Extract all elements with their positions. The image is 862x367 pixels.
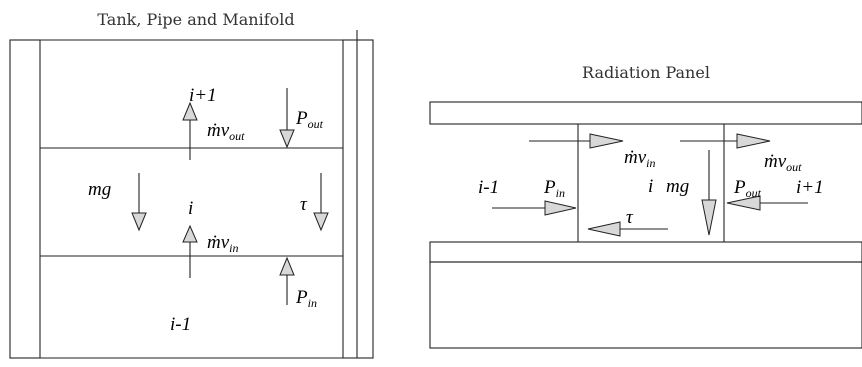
tank-label-mg: mg — [88, 179, 111, 200]
tank-mg-arrow — [131, 173, 147, 232]
panel-diagram: Radiation Panel — [429, 63, 862, 349]
panel-label-mv-out: ṁvout — [764, 151, 802, 174]
panel-mv-out-arrow — [680, 133, 771, 149]
panel-label-i-plus-1: i+1 — [796, 177, 824, 198]
tank-diagram: Tank, Pipe and Manifold — [9, 10, 374, 359]
tank-label-i: i — [188, 198, 193, 219]
panel-mv-in-arrow — [529, 133, 624, 149]
tank-p-in-arrow — [279, 256, 295, 305]
tank-label-i-plus-1: i+1 — [189, 85, 217, 106]
panel-p-out-arrow — [726, 195, 808, 211]
panel-top-insulation — [429, 101, 862, 125]
tank-title: Tank, Pipe and Manifold — [97, 10, 294, 29]
panel-label-mg: mg — [666, 176, 689, 197]
panel-mg-arrow — [701, 150, 717, 236]
tank-label-mv-out: ṁvout — [207, 120, 245, 143]
panel-label-i: i — [648, 176, 653, 197]
panel-title: Radiation Panel — [582, 63, 710, 82]
panel-label-p-out: Pout — [733, 177, 762, 200]
panel-p-in-arrow — [492, 200, 577, 216]
panel-bottom-insulation — [429, 241, 862, 263]
tank-label-i-minus-1: i-1 — [170, 314, 191, 335]
panel-label-mv-in: ṁvin — [624, 147, 656, 170]
tank-mv-in-arrow — [182, 224, 198, 278]
panel-label-tau: τ — [626, 207, 634, 228]
panel-label-p-in: Pin — [543, 177, 565, 200]
tank-p-out-arrow — [279, 88, 295, 149]
tank-left-wall — [9, 39, 41, 359]
tank-label-tau: τ — [300, 194, 308, 215]
tank-tau-arrow — [313, 173, 329, 232]
tank-right-wall — [342, 39, 374, 359]
tank-label-mv-in: ṁvin — [207, 232, 239, 255]
tank-label-p-in: Pin — [295, 287, 317, 310]
tank-mv-out-arrow — [182, 101, 198, 160]
panel-tau-arrow — [587, 221, 668, 237]
panel-label-i-minus-1: i-1 — [478, 177, 499, 198]
tank-label-p-out: Pout — [295, 108, 324, 131]
panel-base — [429, 261, 862, 349]
